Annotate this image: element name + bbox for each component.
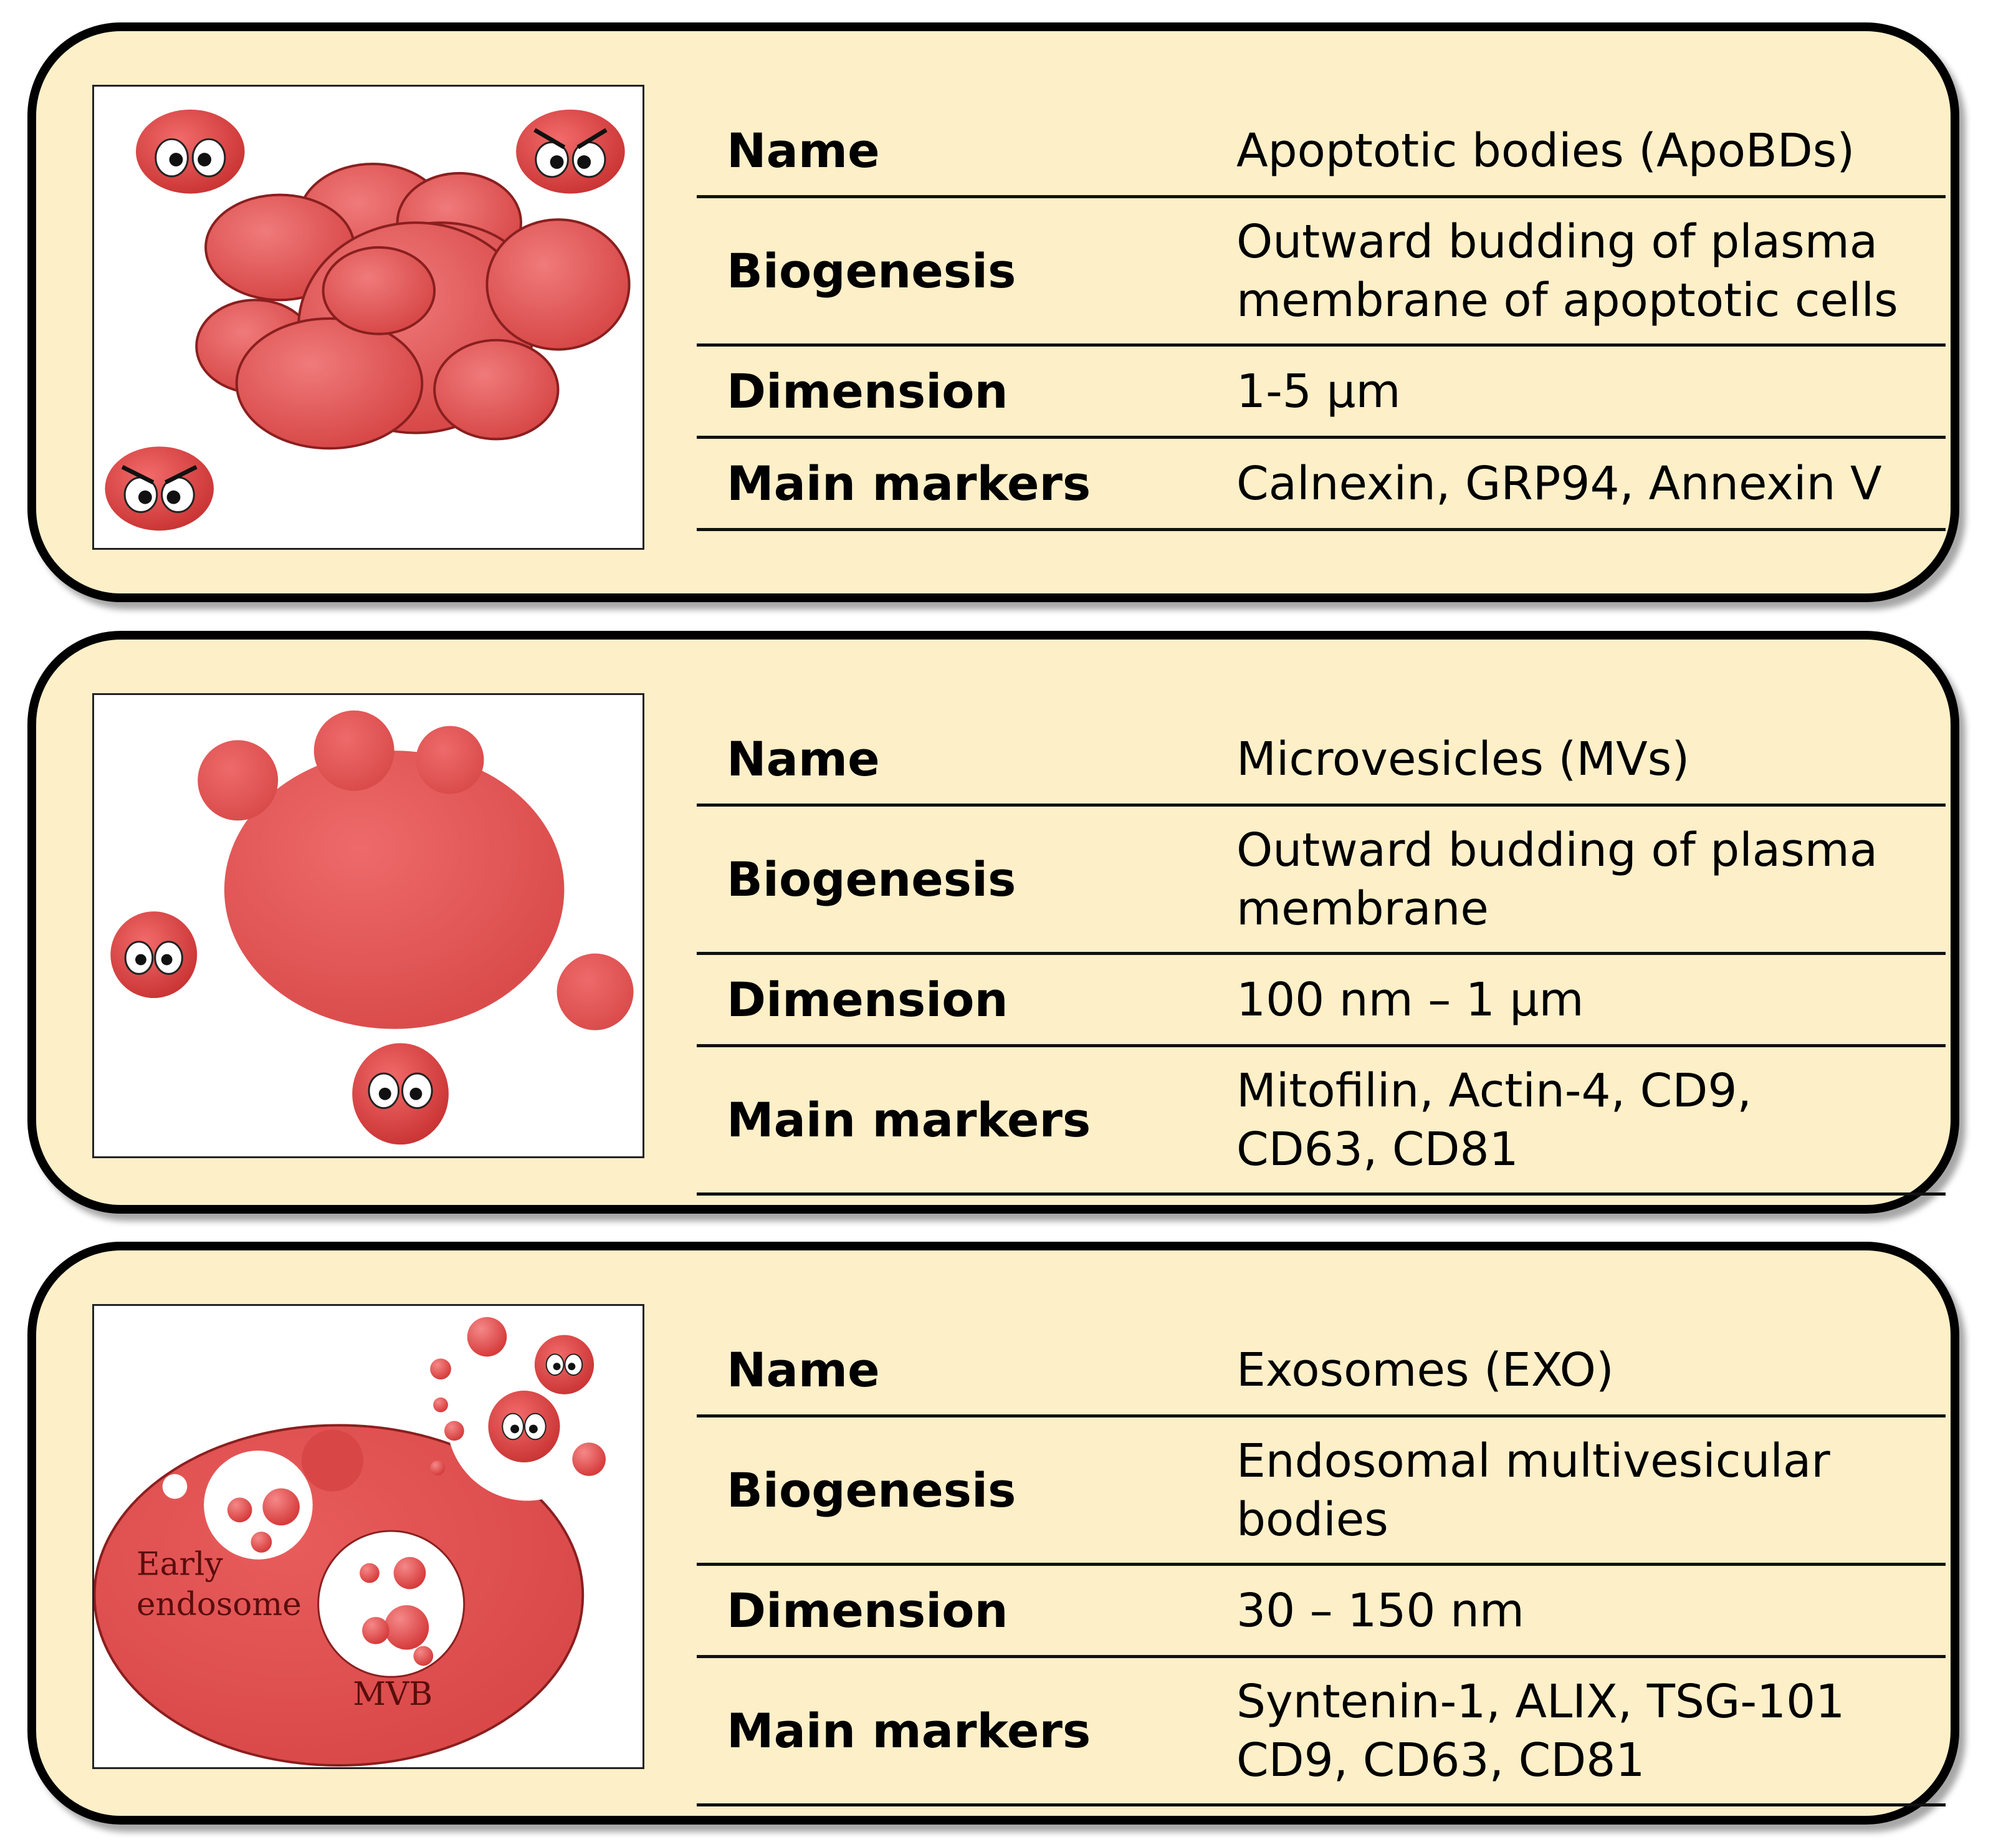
exosome-drawing: Early endosome MVB xyxy=(94,1317,608,1767)
worried-face-icon xyxy=(110,911,198,999)
info-table: Name Microvesicles (MVs) Biogenesis Outw… xyxy=(697,714,1946,1196)
info-row-dimension: Dimension 30 – 150 nm xyxy=(697,1566,1946,1658)
info-table: Name Apoptotic bodies (ApoBDs) Biogenesi… xyxy=(697,106,1946,531)
mvb-label: MVB xyxy=(353,1676,432,1713)
row-label: Biogenesis xyxy=(727,1462,1016,1518)
worried-face-icon xyxy=(352,1043,449,1145)
exosomes-illustration: Early endosome MVB xyxy=(92,1304,644,1769)
row-label: Main markers xyxy=(727,456,1091,511)
row-value: 100 nm – 1 μm xyxy=(1236,972,1584,1027)
panel-exosomes: Early endosome MVB Name Exosomes (EXO) B… xyxy=(27,1242,1959,1825)
row-value: Apoptotic bodies (ApoBDs) xyxy=(1236,123,1855,178)
row-value: 30 – 150 nm xyxy=(1236,1583,1524,1638)
row-value: 1-5 μm xyxy=(1236,364,1401,418)
panel-apoptotic-bodies: Name Apoptotic bodies (ApoBDs) Biogenesi… xyxy=(27,22,1959,602)
row-label: Dimension xyxy=(727,1583,1008,1638)
row-value: Syntenin-1, ALIX, TSG-101 CD9, CD63, CD8… xyxy=(1236,1674,1845,1787)
row-label: Biogenesis xyxy=(727,243,1016,299)
early-endosome-label-line1: Early xyxy=(136,1546,223,1583)
info-row-markers: Main markers Syntenin-1, ALIX, TSG-101 C… xyxy=(697,1658,1946,1806)
apoptotic-cluster-drawing xyxy=(105,109,631,531)
info-row-biogenesis: Biogenesis Outward budding of plasma mem… xyxy=(697,198,1946,347)
worried-face-icon xyxy=(488,1390,560,1462)
early-endosome-label-line2: endosome xyxy=(136,1586,302,1623)
info-row-dimension: Dimension 1-5 μm xyxy=(697,347,1946,439)
info-table: Name Exosomes (EXO) Biogenesis Endosomal… xyxy=(697,1325,1946,1806)
row-label: Name xyxy=(727,731,880,787)
angry-face-icon xyxy=(516,109,625,194)
info-row-biogenesis: Biogenesis Outward budding of plasma mem… xyxy=(697,807,1946,955)
row-value: Exosomes (EXO) xyxy=(1236,1343,1614,1397)
angry-face-icon xyxy=(136,109,245,194)
row-label: Main markers xyxy=(727,1092,1091,1148)
microvesicle-drawing xyxy=(110,710,634,1145)
row-label: Name xyxy=(727,123,880,178)
info-row-dimension: Dimension 100 nm – 1 μm xyxy=(697,955,1946,1047)
microvesicles-illustration xyxy=(92,693,644,1158)
row-label: Dimension xyxy=(727,363,1008,419)
row-value: Microvesicles (MVs) xyxy=(1236,732,1690,786)
row-value: Outward budding of plasma membrane of ap… xyxy=(1236,214,1898,327)
info-row-markers: Main markers Calnexin, GRP94, Annexin V xyxy=(697,439,1946,531)
info-row-name: Name Microvesicles (MVs) xyxy=(697,714,1946,807)
row-label: Dimension xyxy=(727,972,1008,1027)
row-label: Main markers xyxy=(727,1703,1091,1758)
apoptotic-bodies-illustration xyxy=(92,85,644,550)
worried-face-icon xyxy=(534,1335,595,1394)
row-value: Endosomal multivesicular bodies xyxy=(1236,1434,1830,1547)
row-label: Name xyxy=(727,1342,880,1398)
info-row-biogenesis: Biogenesis Endosomal multivesicular bodi… xyxy=(697,1417,1946,1566)
info-row-name: Name Exosomes (EXO) xyxy=(697,1325,1946,1417)
row-value: Outward budding of plasma membrane xyxy=(1236,823,1878,936)
row-value: Calnexin, GRP94, Annexin V xyxy=(1236,456,1882,511)
panel-microvesicles: Name Microvesicles (MVs) Biogenesis Outw… xyxy=(27,631,1959,1214)
info-row-name: Name Apoptotic bodies (ApoBDs) xyxy=(697,106,1946,198)
info-row-markers: Main markers Mitofilin, Actin-4, CD9, CD… xyxy=(697,1047,1946,1196)
row-label: Biogenesis xyxy=(727,851,1016,907)
angry-face-icon xyxy=(105,446,214,531)
row-value: Mitofilin, Actin-4, CD9, CD63, CD81 xyxy=(1236,1063,1752,1176)
